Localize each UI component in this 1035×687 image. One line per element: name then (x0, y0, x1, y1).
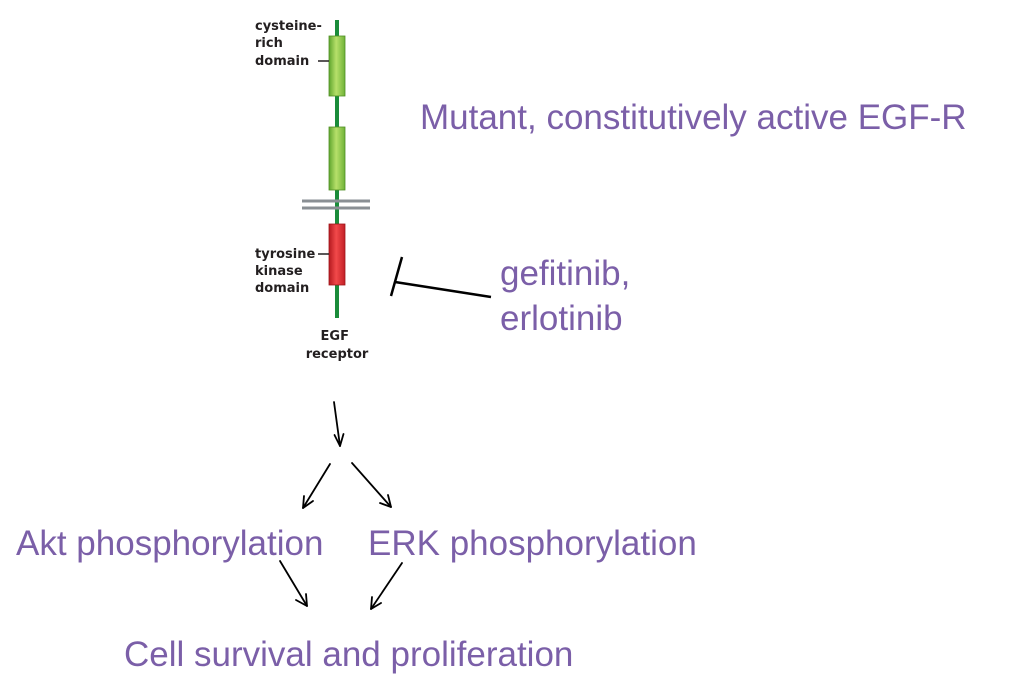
cysteine-rich-domain-2 (328, 126, 346, 191)
egf-receptor-label: EGF receptor (306, 329, 369, 362)
cysteine-rich-domain-label: cysteine- rich domain (255, 19, 326, 69)
cell-membrane (302, 199, 370, 210)
arrow-to-erk (351, 462, 392, 508)
akt-phosphorylation-label: Akt phosphorylation (16, 524, 323, 563)
cysteine-rich-domain-1 (328, 35, 346, 97)
cell-survival-proliferation-label: Cell survival and proliferation (124, 635, 573, 674)
arrow-erk-to-outcome (370, 562, 403, 610)
tyrosine-kinase-domain-label: tyrosine kinase domain (255, 247, 320, 296)
arrow-to-akt (302, 463, 331, 509)
arrow-akt-to-outcome (279, 560, 308, 607)
downstream-arrow (333, 401, 345, 447)
inhibition-symbol (389, 256, 492, 299)
inhibitor-drugs-label: gefitinib, erlotinib (500, 254, 640, 338)
erk-phosphorylation-label: ERK phosphorylation (368, 524, 697, 563)
tyrosine-kinase-domain (328, 223, 346, 286)
mutant-egfr-label: Mutant, constitutively active EGF-R (420, 98, 967, 137)
